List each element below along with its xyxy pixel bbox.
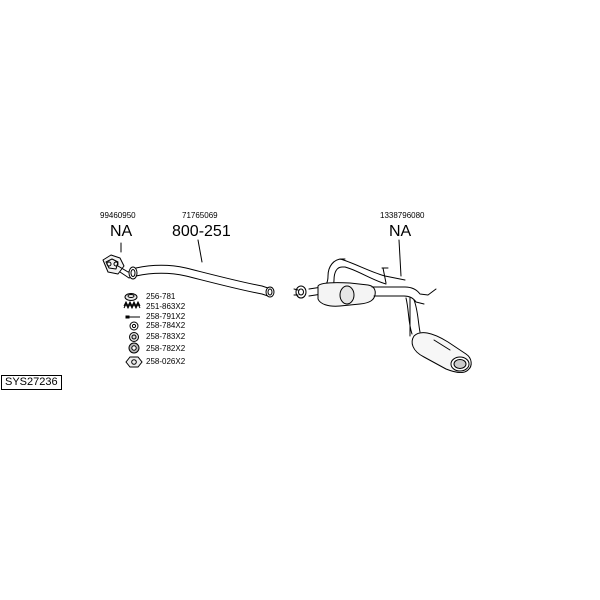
- gasket-ring-icon: [124, 293, 138, 301]
- leader-line-middle: [197, 239, 203, 263]
- system-code-label: SYS27236: [1, 375, 62, 390]
- washer-icon: [129, 321, 139, 331]
- fitting-code: 258-791X2: [146, 312, 186, 321]
- fitting-code: 258-782X2: [146, 344, 186, 353]
- hex-nut-icon: [125, 356, 143, 368]
- rear-silencer-part: [308, 258, 472, 373]
- bolt-icon: [125, 315, 140, 319]
- rubber-mount-icon: [129, 332, 139, 342]
- leader-line-rear: [398, 239, 402, 277]
- loose-gasket-part: [293, 285, 307, 299]
- fitting-code: 258-784X2: [146, 321, 186, 330]
- oem-number: 71765069: [182, 211, 218, 220]
- part-label: NA: [389, 223, 412, 240]
- oem-number: 99460950: [100, 211, 136, 220]
- front-flange-part: [102, 254, 138, 280]
- part-label: 800-251: [172, 223, 231, 240]
- clamp-nut-icon: [128, 342, 140, 354]
- part-label: NA: [110, 223, 133, 240]
- front-pipe-part: [135, 264, 275, 298]
- fitting-code: 258-026X2: [146, 357, 186, 366]
- spring-icon: [123, 300, 141, 310]
- fitting-code: 258-783X2: [146, 332, 186, 341]
- fitting-code: 251-863X2: [146, 302, 186, 311]
- fitting-code: 256-781: [146, 292, 176, 301]
- oem-number: 1338796080: [380, 211, 425, 220]
